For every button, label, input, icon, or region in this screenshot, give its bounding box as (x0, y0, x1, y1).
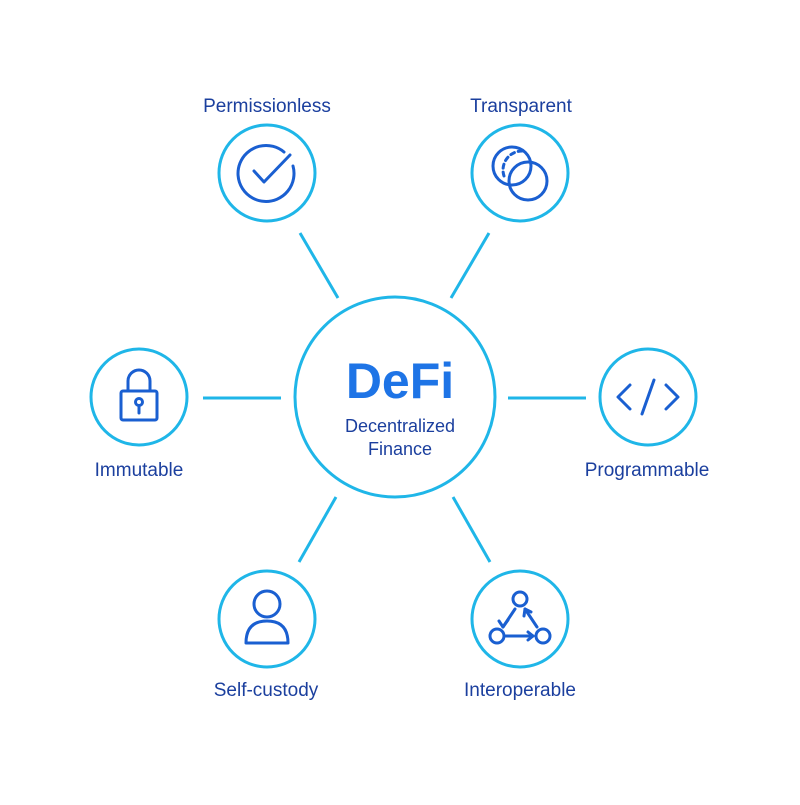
label-transparent: Transparent (470, 96, 572, 117)
label-permissionless: Permissionless (203, 96, 331, 117)
center-circle (293, 295, 497, 499)
ring-immutable (89, 347, 189, 447)
user-icon (244, 589, 290, 645)
label-programmable: Programmable (584, 460, 710, 481)
connector-transparent (449, 232, 491, 299)
code-brackets-icon (616, 378, 680, 416)
connector-interoperable (451, 496, 492, 563)
ring-self-custody (217, 569, 317, 669)
center-subtitle-line2: Finance (367, 439, 433, 459)
padlock-icon (119, 368, 159, 422)
ring-permissionless (217, 123, 317, 223)
ring-interoperable (470, 569, 570, 669)
center-subtitle-line1: Decentralized (344, 416, 456, 436)
center-subtitle: Decentralized Finance (310, 415, 490, 461)
node-rings (89, 123, 698, 669)
triangle-network-icon (488, 590, 552, 645)
ring-transparent (470, 123, 570, 223)
label-interoperable: Interoperable (464, 680, 576, 701)
label-immutable: Immutable (94, 460, 184, 481)
label-self-custody: Self-custody (213, 680, 319, 701)
ring-programmable (598, 347, 698, 447)
connector-permissionless (298, 232, 340, 299)
connector-self-custody (297, 496, 338, 563)
overlapping-circles-icon (491, 145, 549, 202)
connector-lines (203, 232, 586, 563)
checkmark-icon (236, 144, 296, 203)
center-title: DeFi (345, 353, 455, 409)
